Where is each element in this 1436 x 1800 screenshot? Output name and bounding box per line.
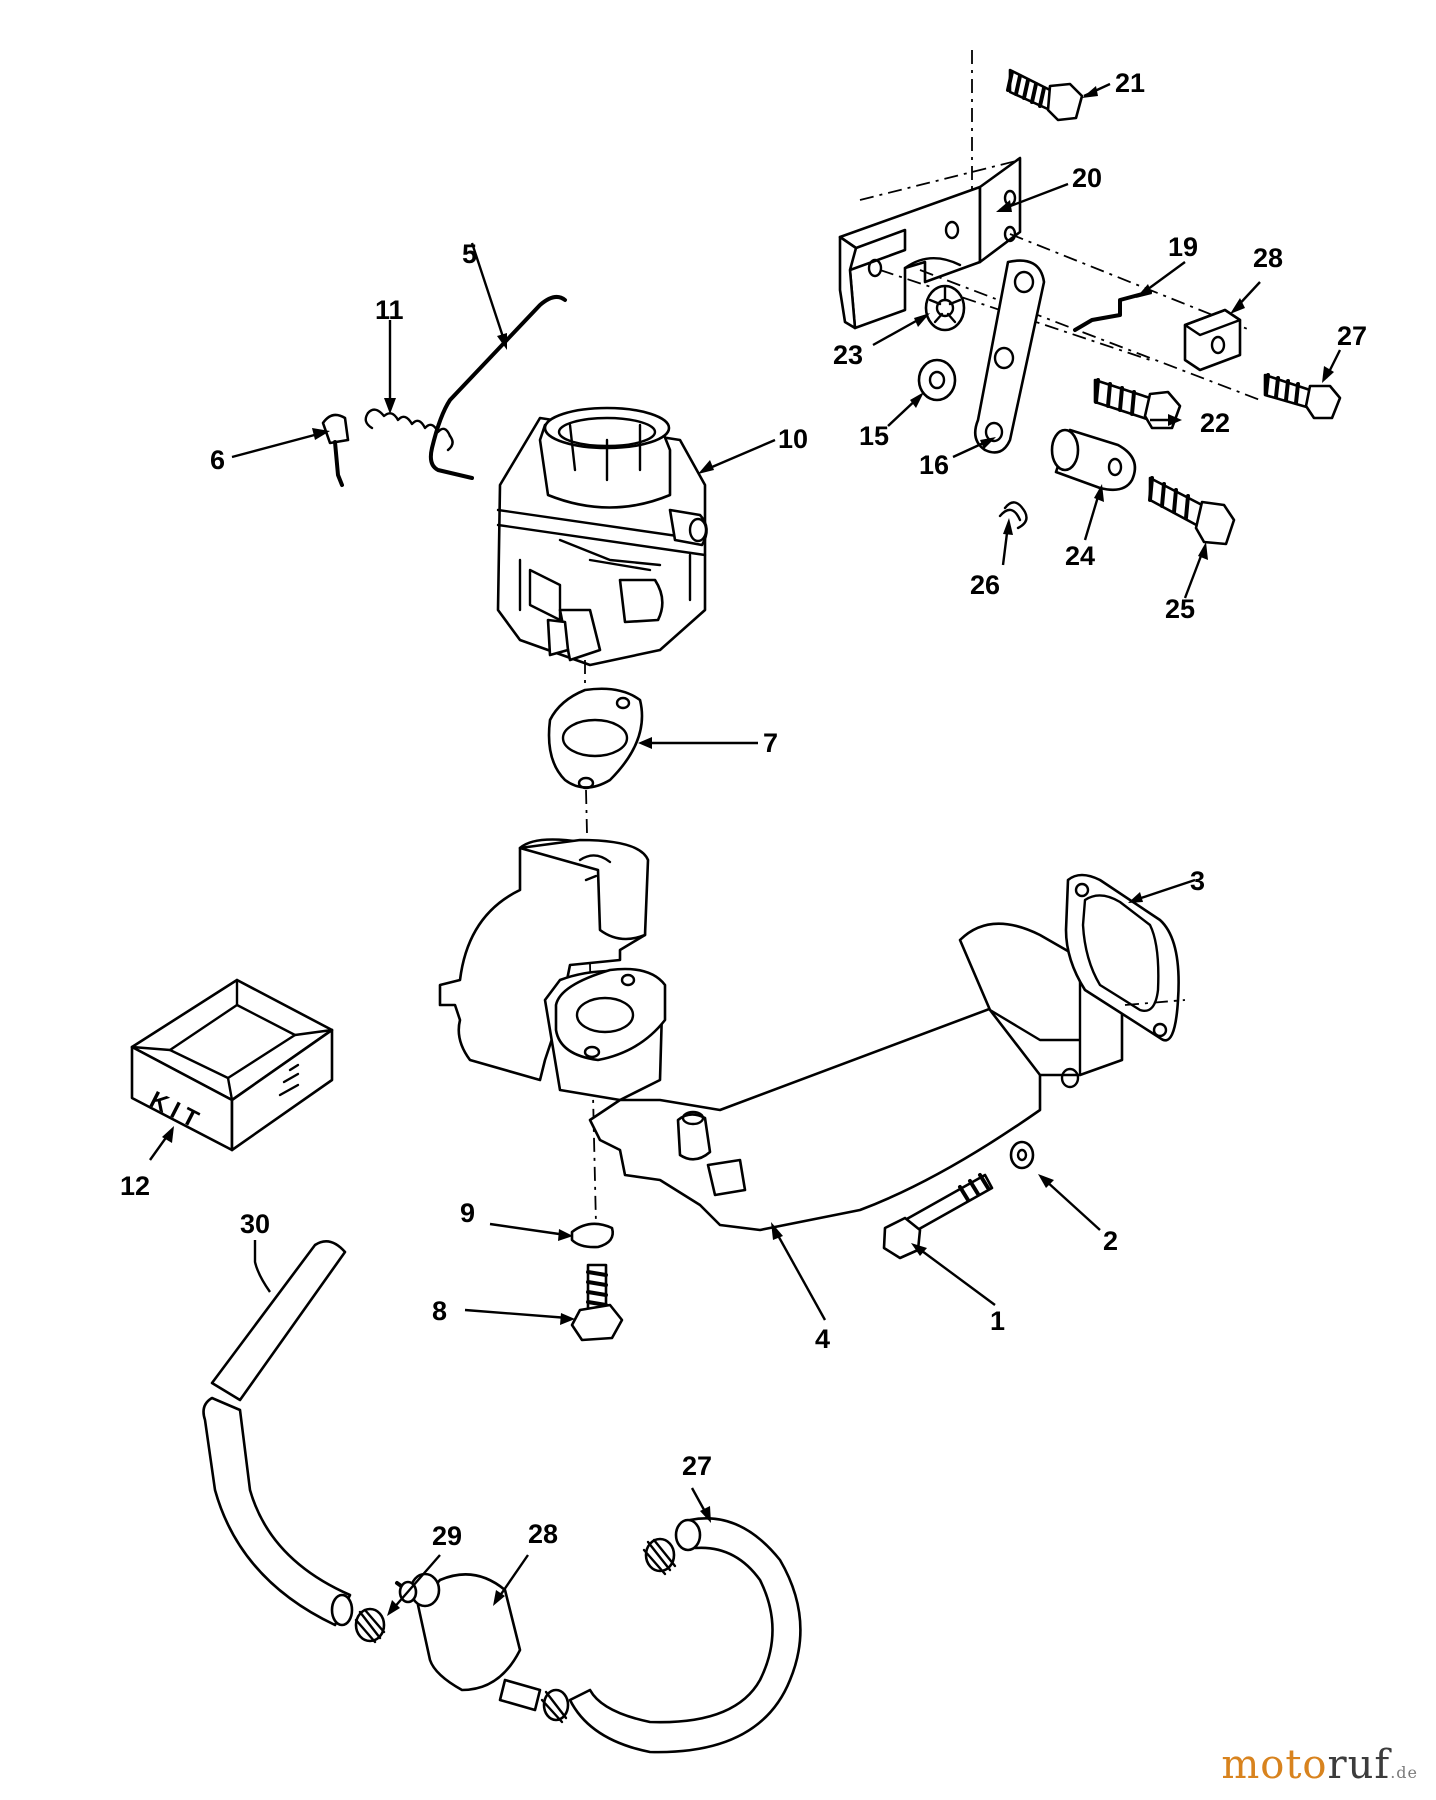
callout-11: 11: [375, 295, 404, 325]
clamp-27: [642, 1537, 677, 1576]
gasket-7: [547, 687, 644, 790]
callout-10: 10: [778, 424, 808, 454]
callout-5: 5: [462, 239, 477, 269]
intake-manifold-4: [438, 838, 1124, 1232]
callout-27: 27: [682, 1451, 712, 1481]
callout-2: 2: [1103, 1226, 1118, 1256]
bolt-23: [1148, 476, 1236, 546]
washer-9: [570, 1222, 614, 1249]
kit-box-12: KIT: [130, 978, 334, 1152]
watermark-part1: moto: [1221, 1742, 1328, 1788]
bolt-8: [570, 1263, 624, 1342]
callout-4: 4: [815, 1324, 830, 1354]
spring-11: [364, 408, 454, 452]
rod-5: [428, 294, 567, 480]
callout-22: 24: [1065, 541, 1095, 571]
carburetor-10: [496, 406, 708, 667]
callout-18: 20: [1072, 163, 1102, 193]
clamp-lower: [540, 1688, 570, 1724]
callout-labels: 21 20 19 28 27 23 15 16 22 24 25 26 10 5…: [120, 68, 1367, 1551]
clip-17: [1073, 290, 1152, 332]
callout-3: 3: [1190, 866, 1205, 896]
fuel-filter-28: [395, 1572, 542, 1712]
fuel-hose-27: [568, 1517, 802, 1754]
callout-21: 23: [833, 340, 863, 370]
callout-9: 9: [460, 1198, 475, 1228]
callout-29: 29: [432, 1521, 462, 1551]
clamp-29: [354, 1607, 386, 1644]
washer-2: [1009, 1140, 1035, 1170]
callout-30: 30: [240, 1209, 270, 1239]
link-plate-16: [973, 259, 1046, 454]
block-26: [1183, 308, 1242, 372]
watermark-suffix: .de: [1390, 1763, 1418, 1782]
link-6: [321, 413, 350, 487]
washer-21: [924, 284, 966, 332]
callout-20: 22: [1200, 408, 1230, 438]
fuel-hose-30: [202, 1240, 354, 1627]
watermark-part2: ruf: [1327, 1742, 1391, 1788]
callout-25: 27: [1337, 321, 1367, 351]
watermark-logo: motoruf.de: [1221, 1742, 1418, 1788]
washer-15: [917, 358, 957, 402]
bolt-19: [1006, 68, 1084, 122]
gasket-3: [1064, 873, 1180, 1042]
bushing-22: [1050, 428, 1137, 492]
callout-28: 28: [528, 1519, 558, 1549]
callout-23: 25: [1165, 594, 1195, 624]
callout-24: 26: [970, 570, 1000, 600]
callout-15: 15: [859, 421, 889, 451]
callout-17: 19: [1168, 232, 1198, 262]
bolt-1: [882, 1173, 994, 1260]
bracket-18: [838, 156, 1022, 330]
callout-26: 28: [1253, 243, 1283, 273]
callout-7: 7: [763, 728, 778, 758]
bolt-25: [1263, 373, 1342, 420]
clip-24: [998, 501, 1028, 530]
callout-8: 8: [432, 1296, 447, 1326]
callout-19: 21: [1115, 68, 1145, 98]
callout-1: 1: [990, 1306, 1005, 1336]
callout-16: 16: [919, 450, 949, 480]
callout-6: 6: [210, 445, 225, 475]
callout-12: 12: [120, 1171, 150, 1201]
leader-lines: [149, 82, 1342, 1616]
